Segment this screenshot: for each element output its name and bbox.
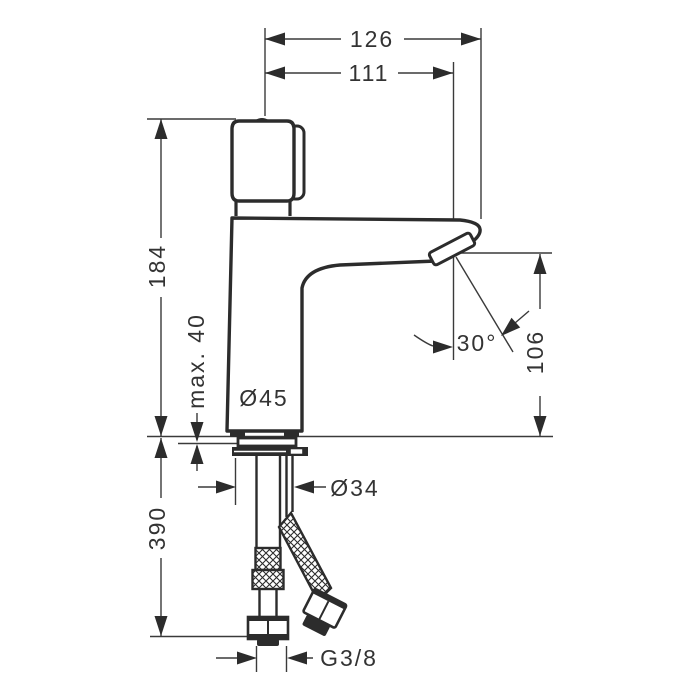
arrow-106-bottom bbox=[533, 416, 547, 436]
base-foot-right bbox=[284, 430, 299, 437]
shank-tube bbox=[255, 456, 294, 548]
ext-lines-thread bbox=[255, 646, 288, 672]
leader-30deg-left bbox=[413, 334, 434, 347]
supply-hoses bbox=[246, 456, 348, 646]
arrow-390-top bbox=[154, 438, 168, 458]
hose-right-braid bbox=[277, 510, 333, 603]
hose-left-neck bbox=[258, 589, 278, 617]
arrow-390-bottom bbox=[154, 616, 168, 636]
hose-right-connector bbox=[302, 588, 348, 636]
handle-neck bbox=[234, 201, 292, 216]
arrow-max40-down bbox=[190, 422, 204, 442]
arrow-max40-up bbox=[190, 444, 204, 464]
arrow-thread-right bbox=[287, 651, 307, 665]
hose-left-nut bbox=[246, 615, 290, 646]
dim-106-label: 106 bbox=[522, 329, 548, 375]
arrow-d34-right bbox=[294, 480, 314, 494]
dim-max40-label: max. 40 bbox=[183, 313, 209, 409]
dim-d45-label: Ø45 bbox=[239, 385, 289, 411]
faucet-body-spout bbox=[225, 216, 482, 433]
base-plate-upper bbox=[236, 436, 298, 448]
dim-d34-label: Ø34 bbox=[330, 475, 380, 501]
faucet bbox=[225, 118, 482, 456]
arrow-106-top bbox=[533, 254, 547, 274]
dim-thread-label: G3/8 bbox=[320, 645, 378, 671]
arrow-184-top bbox=[154, 119, 168, 139]
dim-126-label: 126 bbox=[349, 26, 395, 52]
hose-left-thread-tip bbox=[257, 639, 279, 646]
arrow-30deg-slope bbox=[501, 317, 521, 336]
arrow-d34-left bbox=[216, 480, 236, 494]
dim-111-label: 111 bbox=[348, 60, 390, 86]
arrow-thread-left bbox=[237, 651, 257, 665]
dim-30deg-label: 30° bbox=[456, 330, 498, 356]
dimension-arrowheads bbox=[154, 32, 547, 665]
arrow-184-bottom bbox=[154, 416, 168, 436]
base-foot-left bbox=[230, 430, 245, 437]
arrow-126-left bbox=[265, 32, 285, 46]
arrow-126-right bbox=[461, 32, 481, 46]
dim-184-label: 184 bbox=[144, 243, 170, 289]
angle-line-30deg bbox=[455, 256, 514, 353]
hose-left-braid bbox=[254, 546, 282, 572]
aerator-outlet bbox=[427, 231, 477, 267]
base-plate-notch bbox=[289, 447, 304, 456]
hose-left-collar bbox=[251, 568, 285, 591]
arrow-111-left bbox=[265, 66, 285, 80]
handle-knob bbox=[230, 119, 296, 203]
handle-top-notch bbox=[255, 118, 269, 123]
arrow-111-right bbox=[433, 66, 453, 80]
dim-390-label: 390 bbox=[144, 505, 170, 551]
arrow-30deg-vertical bbox=[433, 340, 453, 354]
